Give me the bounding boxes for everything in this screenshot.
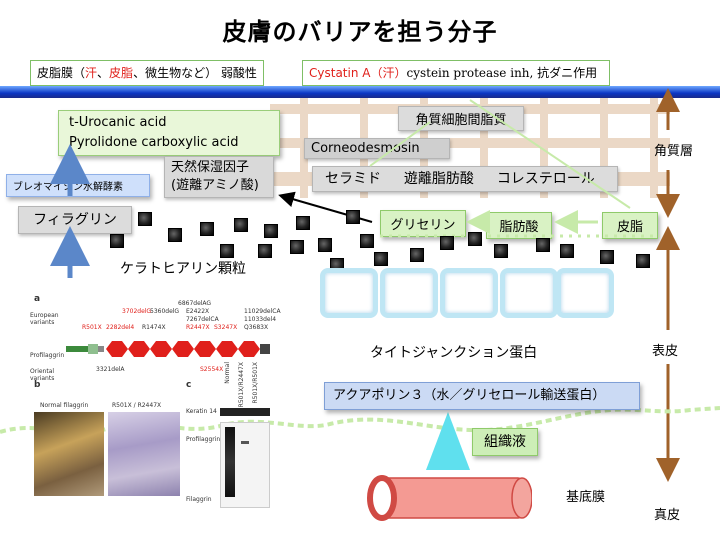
mutation-11029delca: 11029delCA [244, 308, 281, 315]
granule [494, 244, 508, 258]
r501x-r2447x-label: R501X / R2447X [112, 402, 162, 409]
sebum-film-box: 皮脂膜（汗、皮脂、微生物など） 弱酸性 [30, 60, 264, 86]
granule [296, 216, 310, 230]
page-title: 皮膚のバリアを担う分子 [222, 18, 498, 46]
urocanic-acid: t-Urocanic acid [69, 115, 167, 130]
mutation-3321dela: 3321delA [96, 366, 125, 373]
mutation-3702delg: 3702delG [122, 308, 152, 315]
free-amino-acids-label: (遊離アミノ酸) [171, 178, 259, 193]
sebum-small-box: 皮脂 [602, 212, 658, 239]
sebum-film-suffix: 、微生物など） 弱酸性 [133, 66, 257, 80]
sebum-text: 皮脂 [109, 66, 134, 80]
lane-normal: Normal [224, 362, 231, 384]
ceramide-label: セラミド [325, 171, 381, 187]
panel-c-label: c [186, 380, 192, 390]
keratohyalin-label: ケラトヒアリン顆粒 [120, 261, 246, 277]
lane-r501x-r2447x: R501X/R2447X [238, 362, 245, 408]
granule [560, 244, 574, 258]
granule [168, 228, 182, 242]
mutation-11033del4: 11033del4 [244, 316, 277, 323]
keratin-14-label: Keratin 14 [186, 408, 217, 415]
granule [290, 240, 304, 254]
tissue-fluid-box: 組織液 [472, 428, 538, 456]
mutation-r501x: R501X [82, 324, 102, 331]
intercellular-lipid-box: 角質細胞間脂質 [398, 106, 524, 131]
mutation-6867delag: 6867delAG [178, 300, 212, 307]
profilaggrin-label: Profilaggrin [30, 352, 65, 359]
mutation-7267delca: 7267delCA [186, 316, 219, 323]
oriental-variants-label: Oriental variants [30, 368, 55, 382]
stratum-corneum-label: 角質層 [654, 144, 694, 159]
mutation-e2422x: E2422X [186, 308, 210, 315]
natural-moisturizing-factor-box: 天然保湿因子 (遊離アミノ酸) [164, 156, 274, 198]
granule [220, 244, 234, 258]
tight-junction-cell [320, 268, 378, 318]
blot-profilaggrin-label: Profilaggrin [186, 436, 221, 443]
nmf-derivatives-box: t-Urocanic acid Pyrolidone carboxylic ac… [58, 110, 280, 156]
profilaggrin-gene-diagram [66, 341, 270, 357]
normal-histology-image [34, 412, 104, 496]
glycerol-box: グリセリン [380, 210, 466, 237]
mutation-s2554x: S2554X [200, 366, 224, 373]
granule [410, 248, 424, 262]
cystatin-box: Cystatin A（汗）cystein protease inh, 抗ダニ作用 [302, 60, 610, 86]
granule [258, 244, 272, 258]
basement-membrane-label: 基底膜 [566, 490, 606, 505]
granule [346, 210, 360, 224]
sweat-text: 汗 [85, 66, 98, 80]
granule [234, 218, 248, 232]
epidermis-label: 表皮 [652, 344, 679, 359]
line-lipid-to-ceramide [369, 121, 431, 167]
tight-junction-label: タイトジャンクション蛋白 [370, 345, 538, 361]
granule [138, 212, 152, 226]
pyrrolidone-carboxylic-acid: Pyrolidone carboxylic acid [69, 135, 239, 150]
mutation-q3683x: Q3683X [244, 324, 269, 331]
aquaporin-box: アクアポリン３（水／グリセロール輸送蛋白） [324, 382, 640, 410]
mutant-histology-image [108, 412, 180, 496]
panel-b-label: b [34, 380, 41, 390]
tight-junction-cell [380, 268, 438, 318]
nmf-label: 天然保湿因子 [171, 160, 250, 175]
granule [468, 232, 482, 246]
lane-r501x-r501x: R501X/R501X [252, 362, 259, 404]
granule [264, 224, 278, 238]
granule [600, 250, 614, 264]
granule [636, 254, 650, 268]
tight-junction-cell [556, 268, 614, 318]
blot-filaggrin-label: Filaggrin [186, 496, 212, 503]
european-variants-label: European variants [30, 312, 59, 326]
cystatin-desc: cystein protease inh, 抗ダニ作用 [406, 66, 598, 80]
granule [110, 234, 124, 248]
corneodesmosin-box: Corneodesmosin [304, 138, 450, 159]
line-sebum-to-lipid [469, 99, 631, 209]
sebum-film-prefix: 皮脂膜（ [37, 66, 86, 80]
mutation-2282del4: 2282del4 [106, 324, 135, 331]
filaggrin-mutation-figure: a European variants Profilaggrin Orienta… [30, 290, 281, 525]
free-fatty-acid-label: 遊離脂肪酸 [403, 171, 474, 187]
granule [318, 238, 332, 252]
dermis-label: 真皮 [654, 508, 681, 523]
granule [200, 222, 214, 236]
tissue-fluid-triangle [426, 412, 470, 470]
lipids-box: セラミド 遊離脂肪酸 コレステロール [312, 166, 618, 192]
blood-vessel [367, 475, 532, 521]
granule [374, 252, 388, 266]
tight-junction-cell [440, 268, 498, 318]
normal-filaggrin-label: Normal filaggrin [40, 402, 89, 409]
mutation-r2447x: R2447X [186, 324, 210, 331]
cholesterol-label: コレステロール [496, 171, 595, 187]
granule [536, 238, 550, 252]
mutation-r1474x: R1474X [142, 324, 166, 331]
granule [440, 236, 454, 250]
western-blot-image [220, 422, 270, 508]
skin-surface-bar [0, 86, 720, 98]
panel-a-label: a [34, 294, 41, 304]
cystatin-text: Cystatin A（汗） [309, 66, 407, 80]
comma-text: 、 [97, 66, 110, 80]
mutation-5360delg: 5360delG [150, 308, 180, 315]
keratin-blot-band [220, 408, 270, 416]
mutation-s3247x: S3247X [214, 324, 238, 331]
tight-junction-cell [500, 268, 558, 318]
granule [360, 234, 374, 248]
